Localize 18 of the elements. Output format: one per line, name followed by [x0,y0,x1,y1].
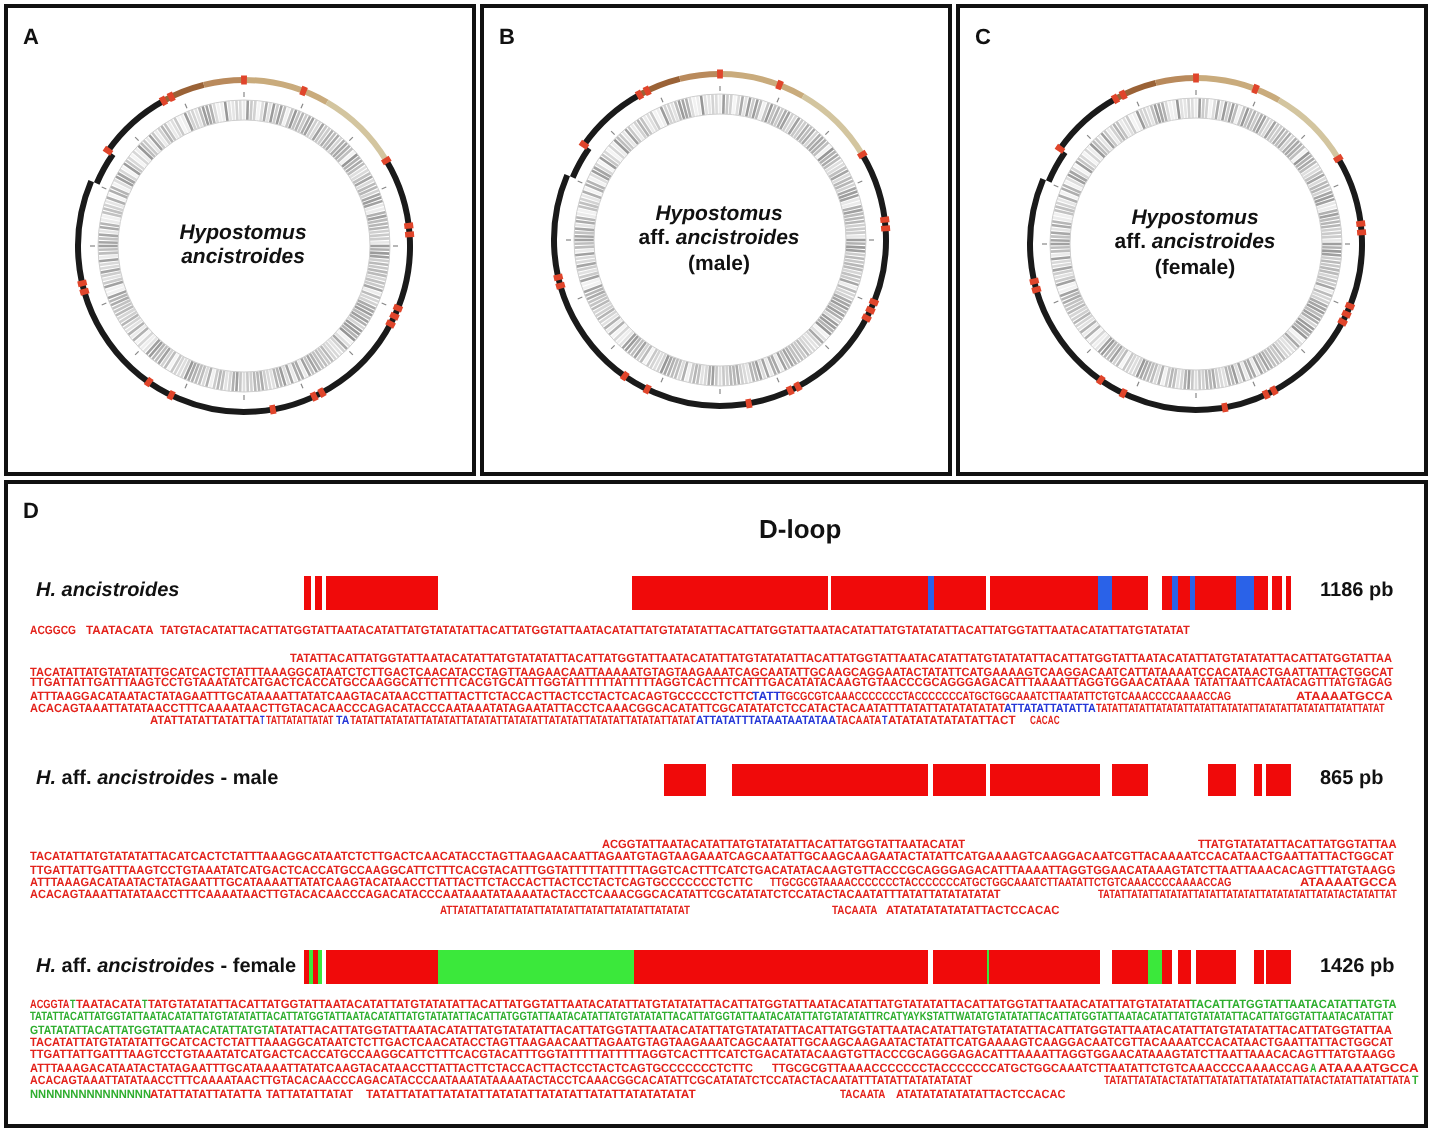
species-name: Hypostomus aff. ancistroides (female) [1114,205,1276,281]
panel-letter: C [975,27,991,49]
species-name: H. aff. ancistroides - male [36,770,279,790]
panel-letter: B [499,27,515,49]
species-name: Hypostomus aff. ancistroides (male) [638,201,800,277]
sequence-length: 865 pb [1320,770,1384,790]
panel-frame [4,480,1428,1128]
species-name: H. aff. ancistroides - female [36,958,297,978]
panel-letter: D [23,501,39,523]
sequence-length: 1426 pb [1320,958,1395,978]
panel-letter: A [23,27,39,49]
panel-frame [4,4,476,476]
panel-frame [956,4,1428,476]
panel-title: D-loop [759,515,842,541]
sequence-length: 1186 pb [1320,582,1394,602]
panel-frame [480,4,952,476]
species-name: H. ancistroides [36,582,180,602]
species-name: Hypostomus ancistroides [179,219,307,271]
